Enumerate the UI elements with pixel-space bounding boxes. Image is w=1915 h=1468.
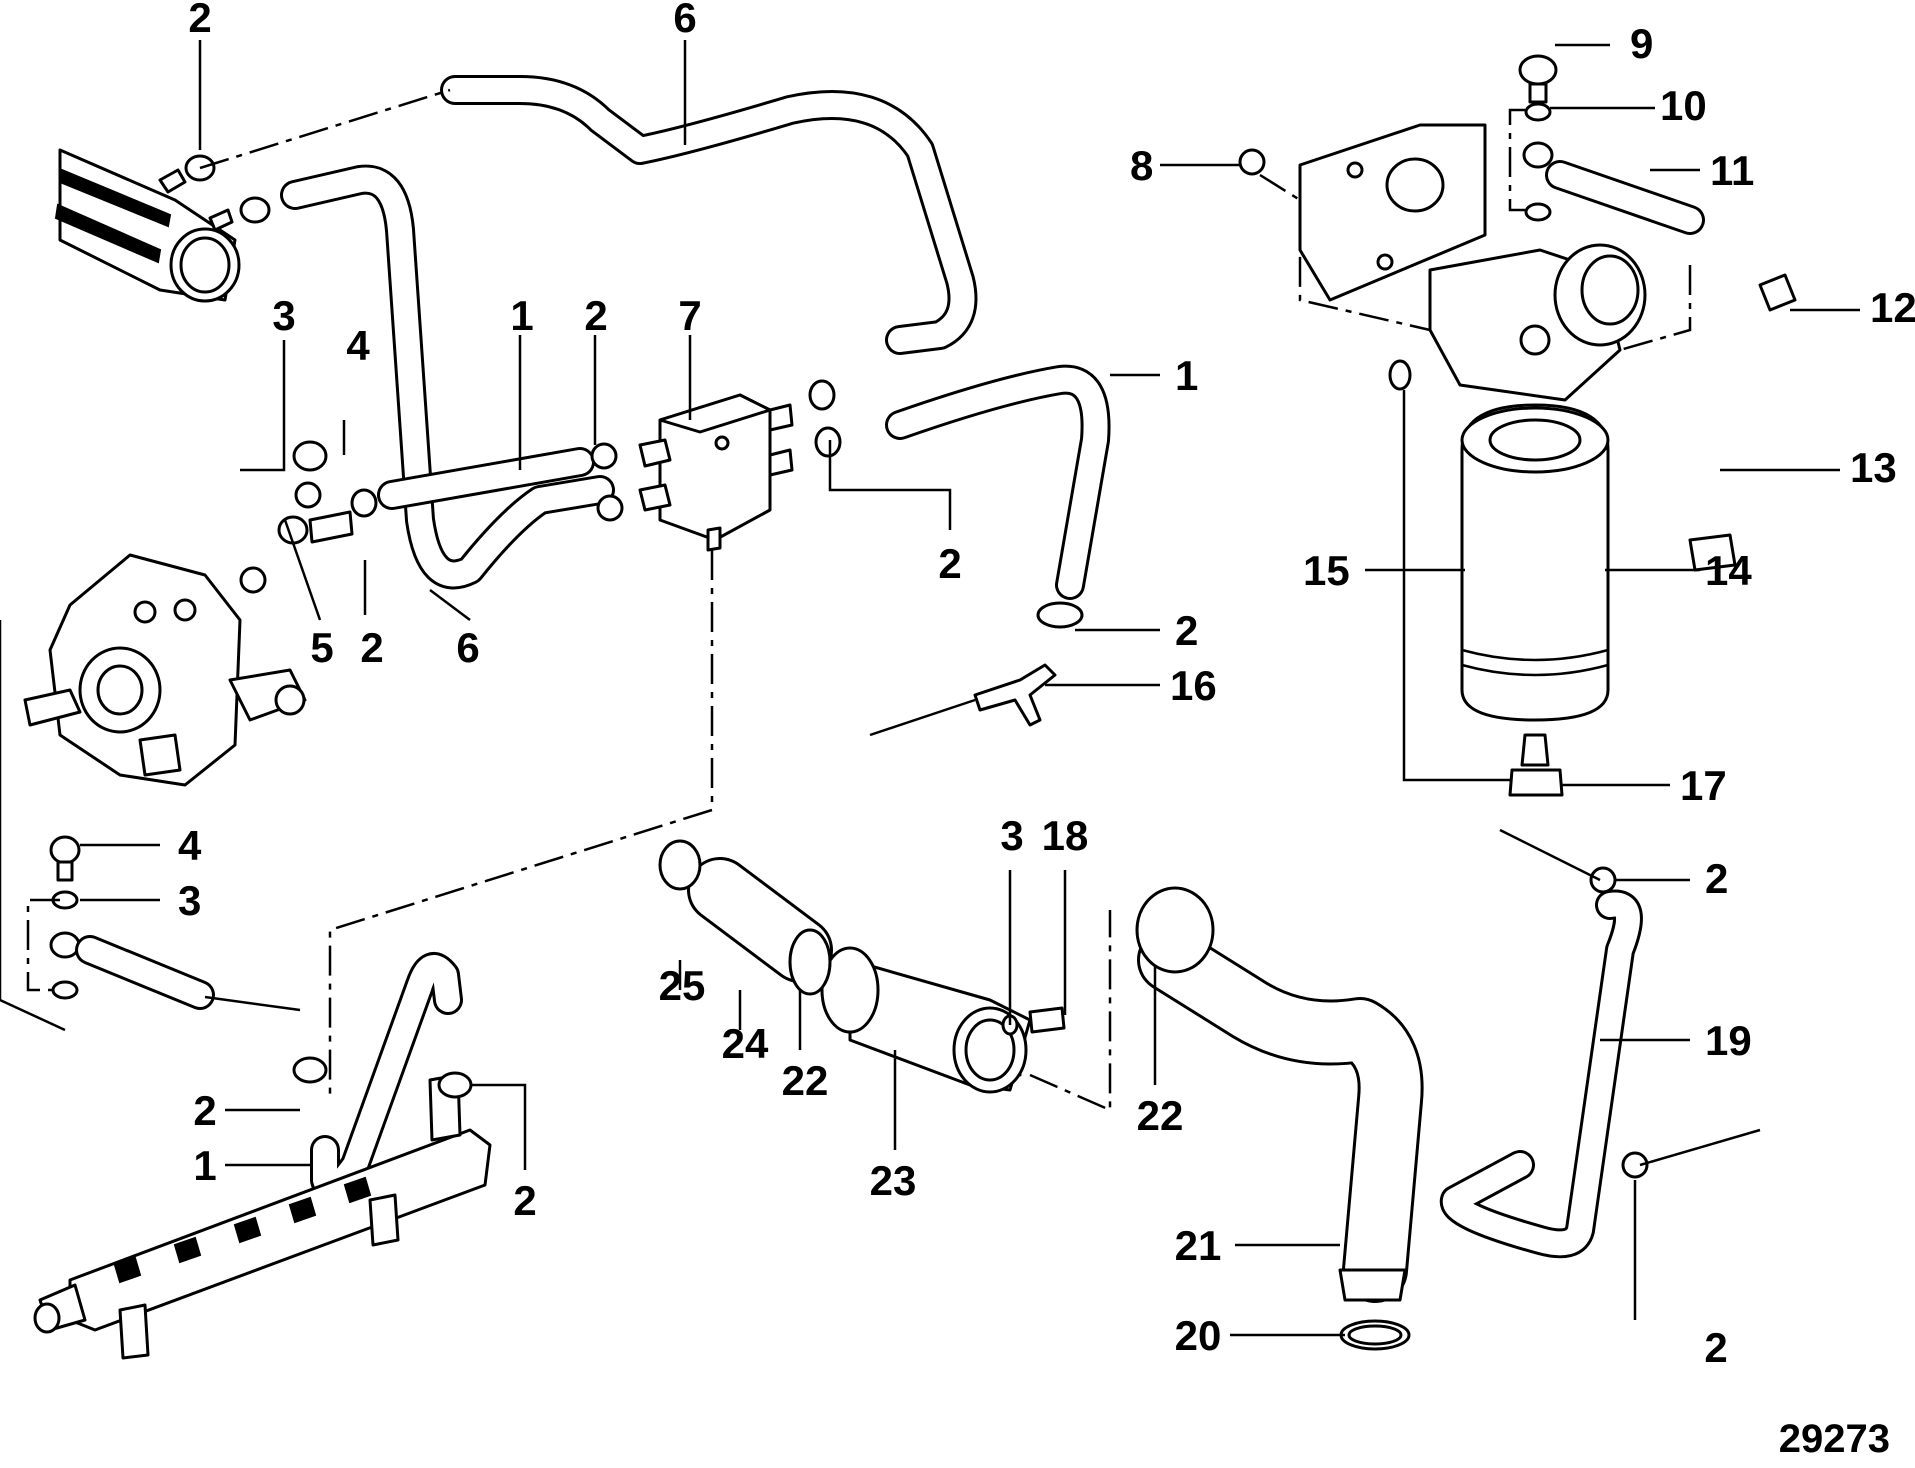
water-in-fuel-sensor	[1508, 733, 1564, 797]
fuel-hose-1-straight	[377, 447, 595, 510]
callout-17: 17	[1680, 762, 1727, 809]
callout-12: 12	[1870, 284, 1915, 331]
lower-left-hose-line	[204, 995, 301, 1012]
callout-20: 20	[1175, 1312, 1222, 1359]
callout-3-bottom: 3	[1000, 812, 1023, 859]
phantom-line-bracket	[1259, 173, 1431, 332]
filter-side-line	[1402, 390, 1510, 782]
callout-2-rail-left: 2	[193, 1087, 216, 1134]
fuel-hose-6-bottom	[280, 164, 615, 590]
hose-19-line-top	[1499, 828, 1601, 882]
callout-8: 8	[1130, 142, 1153, 189]
fuel-distribution-block	[638, 393, 794, 552]
pump-fittings	[239, 440, 354, 594]
leader-lines	[80, 40, 1860, 1337]
callout-4-lower: 4	[178, 822, 202, 869]
callout-16: 16	[1170, 662, 1217, 709]
phantom-line-block-down	[328, 550, 714, 1100]
callout-15: 15	[1303, 547, 1350, 594]
tee-fitting	[973, 601, 1084, 727]
fuel-hose-1-right	[885, 364, 1111, 600]
rail-injector-ports	[113, 1176, 372, 1284]
callout-10: 10	[1660, 82, 1707, 129]
callout-1-mid: 1	[510, 292, 533, 339]
callout-19: 19	[1705, 1017, 1752, 1064]
callout-5: 5	[310, 624, 333, 671]
clamp-20	[1339, 1319, 1411, 1351]
fuel-hose-11	[1545, 160, 1705, 235]
callout-9: 9	[1630, 20, 1653, 67]
common-fuel-rail	[33, 1073, 492, 1360]
phantom-line-right	[1619, 265, 1692, 352]
lower-left-banjo-fitting	[49, 835, 81, 1000]
callout-1-rail: 1	[193, 1142, 216, 1189]
phantom-line-lower-left	[26, 898, 60, 992]
cooler-hose-24	[658, 839, 833, 996]
fuel-hose-19	[1439, 866, 1649, 1259]
callout-2-mid: 2	[584, 292, 607, 339]
high-pressure-fuel-pump	[23, 553, 307, 787]
lower-left-hose	[75, 935, 215, 1010]
callout-6-bottom: 6	[456, 624, 479, 671]
fuel-filter-canister	[1460, 403, 1610, 722]
callout-2-tee: 2	[1175, 607, 1198, 654]
hose-19-line-bottom	[1639, 1128, 1761, 1167]
fuel-cooler-lower	[820, 946, 1032, 1094]
callouts: 2 6 9 10 8 11 12 13 3 4 1 2 7 1 2 15 14 …	[178, 0, 1915, 1371]
fuel-cooler-top	[54, 148, 241, 303]
figure-number: 29273	[1779, 1417, 1890, 1461]
callout-6-top: 6	[673, 0, 696, 41]
callout-25: 25	[659, 962, 706, 1009]
callout-14: 14	[1705, 547, 1752, 594]
callout-4-mid: 4	[346, 322, 370, 369]
phantom-line-filter	[1508, 108, 1525, 212]
phantom-line-top	[199, 88, 451, 170]
fuel-filter-head	[1428, 243, 1647, 402]
callout-7: 7	[678, 292, 701, 339]
callout-2-valve: 2	[938, 540, 961, 587]
callout-24: 24	[722, 1020, 769, 1067]
callout-2-rail-right: 2	[513, 1177, 536, 1224]
callout-2-top-left: 2	[188, 0, 211, 41]
tee-leader-line	[869, 698, 976, 737]
phantom-line-cooler	[1029, 910, 1112, 1112]
fuel-filter-bracket	[1298, 123, 1487, 302]
callout-22-right: 22	[1137, 1092, 1184, 1139]
callout-2-bottom-right: 2	[1704, 1324, 1727, 1371]
callout-21: 21	[1175, 1222, 1222, 1269]
fuel-hose-6-top	[440, 75, 978, 355]
lower-left-bracket-line	[0, 620, 66, 1032]
callout-2-lower-right: 2	[1705, 855, 1728, 902]
filter-fittings-right	[1238, 54, 1797, 572]
fuel-hose-21	[1135, 886, 1424, 1303]
callout-13: 13	[1850, 444, 1897, 491]
callout-18: 18	[1042, 812, 1089, 859]
callout-22-left: 22	[782, 1057, 829, 1104]
callout-11: 11	[1710, 147, 1754, 194]
hose-clamps-block	[350, 379, 842, 522]
callout-1-right: 1	[1175, 352, 1198, 399]
callout-3-mid: 3	[272, 292, 295, 339]
callout-23: 23	[870, 1157, 917, 1204]
callout-2-pump: 2	[360, 624, 383, 671]
fitting-18	[1001, 1006, 1066, 1036]
callout-3-lower: 3	[178, 877, 201, 924]
